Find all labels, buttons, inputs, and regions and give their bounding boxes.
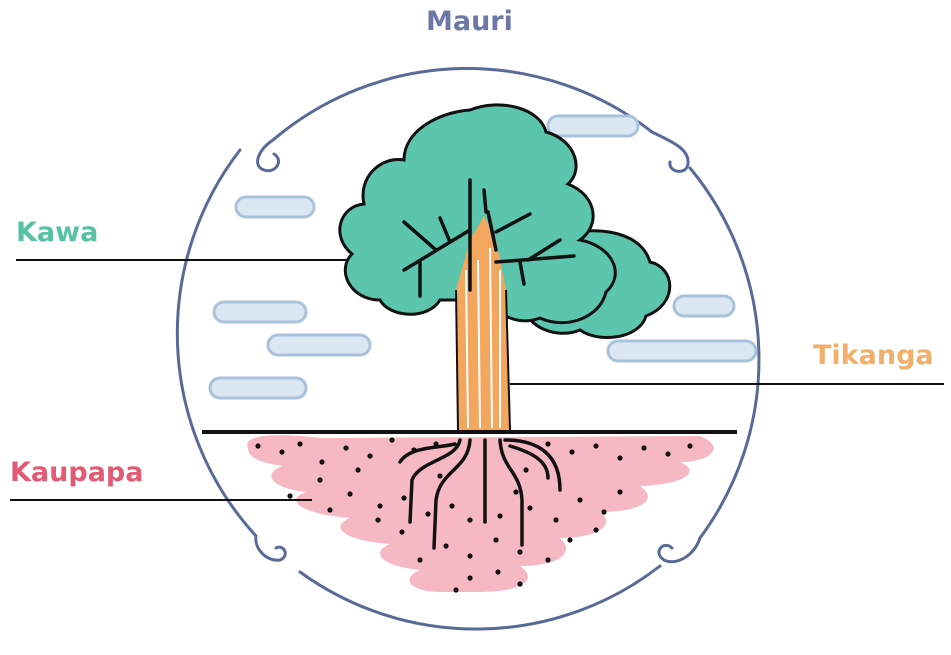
soil-dot	[593, 527, 598, 532]
soil-dot	[347, 491, 352, 496]
soil-dot	[601, 509, 606, 514]
soil-dot	[425, 511, 430, 516]
soil-dot	[453, 587, 458, 592]
soil-dot	[375, 517, 380, 522]
soil-dot	[297, 441, 302, 446]
mauri-label: Mauri	[426, 8, 513, 35]
soil-dot	[399, 529, 404, 534]
soil-dot	[517, 581, 522, 586]
soil-dot	[377, 503, 382, 508]
soil-dot	[343, 445, 348, 450]
koru-top-left	[258, 140, 279, 171]
soil-dot	[545, 441, 550, 446]
soil-dot	[317, 477, 322, 482]
kawa-label: Kawa	[16, 219, 98, 246]
koru-bottom-right	[659, 538, 700, 562]
soil-dot	[641, 445, 646, 450]
soil-dot	[319, 459, 324, 464]
koru-bottom-left	[256, 536, 285, 560]
soil-layer	[247, 435, 713, 592]
soil-dot	[437, 473, 442, 478]
soil-dot	[467, 517, 472, 522]
soil	[247, 435, 713, 592]
branch	[484, 190, 486, 212]
soil-dot	[687, 443, 692, 448]
kaupapa-label: Kaupapa	[10, 459, 143, 486]
soil-dot	[327, 507, 332, 512]
soil-dot	[497, 513, 502, 518]
cloud	[214, 302, 306, 322]
cloud	[268, 335, 370, 355]
soil-dot	[617, 489, 622, 494]
soil-dot	[523, 467, 528, 472]
soil-dot	[527, 505, 532, 510]
soil-dot	[255, 443, 260, 448]
soil-dot	[443, 543, 448, 548]
soil-dot	[493, 537, 498, 542]
soil-dot	[617, 455, 622, 460]
cloud	[236, 197, 314, 217]
tikanga-label: Tikanga	[813, 342, 934, 369]
cloud	[674, 296, 734, 316]
cloud	[210, 378, 306, 398]
soil-dot	[495, 569, 500, 574]
soil-dot	[417, 557, 422, 562]
cloud	[548, 116, 638, 136]
soil-dot	[467, 553, 472, 558]
soil-dot	[517, 549, 522, 554]
soil-dot	[567, 537, 572, 542]
soil-dot	[513, 489, 518, 494]
soil-dot	[279, 449, 284, 454]
soil-dot	[467, 575, 472, 580]
soil-dot	[389, 437, 394, 442]
soil-dot	[367, 453, 372, 458]
cloud	[608, 341, 756, 361]
soil-dot	[545, 557, 550, 562]
soil-dot	[449, 503, 454, 508]
soil-dot	[287, 493, 292, 498]
soil-dot	[355, 467, 360, 472]
soil-dot	[401, 495, 406, 500]
soil-dot	[593, 443, 598, 448]
soil-dot	[569, 449, 574, 454]
soil-dot	[553, 517, 558, 522]
soil-dot	[577, 497, 582, 502]
koru-top-right	[652, 132, 688, 171]
soil-dot	[665, 451, 670, 456]
